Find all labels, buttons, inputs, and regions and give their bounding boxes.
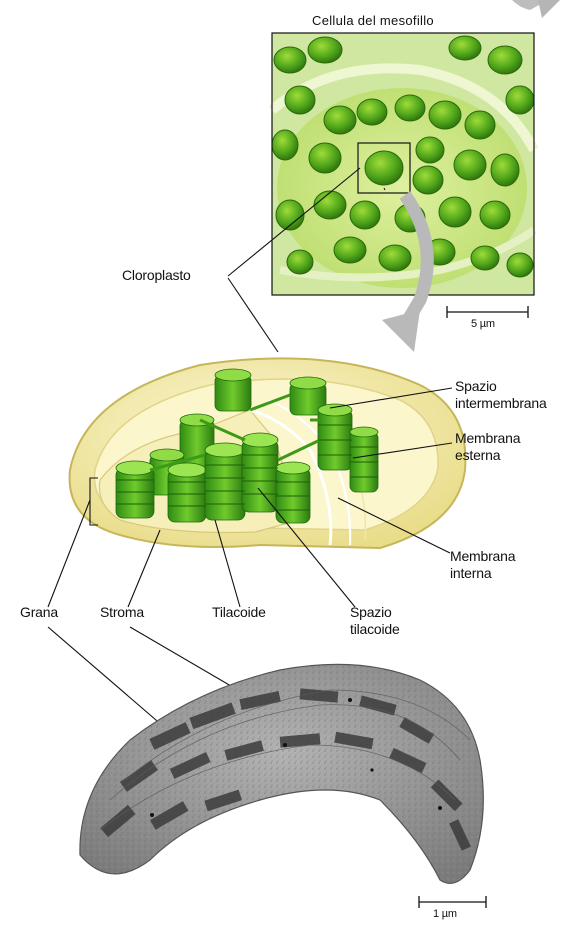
mesophyll-micrograph bbox=[272, 33, 534, 295]
label-cloroplasto: Cloroplasto bbox=[122, 267, 191, 284]
chloroplast-3d bbox=[70, 358, 466, 548]
label-grana: Grana bbox=[20, 604, 58, 621]
label-stroma: Stroma bbox=[100, 604, 144, 621]
label-spazio-tilacoide: Spazio tilacoide bbox=[350, 604, 430, 638]
label-membrana-interna: Membrana interna bbox=[450, 548, 550, 582]
label-membrana-esterna: Membrana esterna bbox=[455, 430, 555, 464]
arrow-top-right bbox=[512, 0, 560, 18]
micrograph-title: Cellula del mesofillo bbox=[312, 12, 434, 29]
electron-micrograph bbox=[80, 664, 483, 883]
scale-label-1um: 1 µm bbox=[433, 906, 457, 923]
scale-label-5um: 5 µm bbox=[471, 316, 495, 333]
label-tilacoide: Tilacoide bbox=[212, 604, 266, 621]
label-spazio-intermembrana: Spazio intermembrana bbox=[455, 378, 575, 412]
